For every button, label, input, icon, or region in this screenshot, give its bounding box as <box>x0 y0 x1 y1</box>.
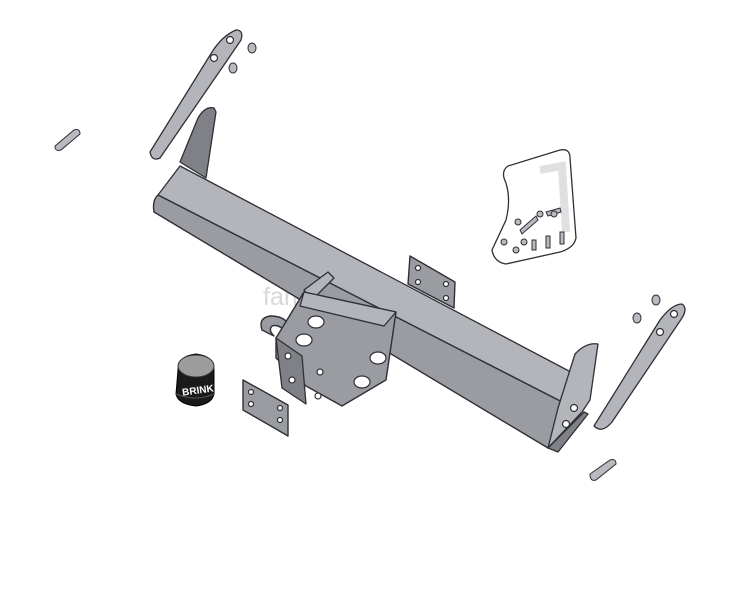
tow-ball-cap: BRINK <box>175 353 216 407</box>
hardware-bag <box>491 149 577 265</box>
left-side-bracket <box>149 29 243 160</box>
left-bracket-nuts <box>228 42 257 74</box>
mounting-plate-lower <box>242 379 289 437</box>
cap-brand-label: BRINK <box>182 383 216 398</box>
right-side-bracket <box>593 303 686 430</box>
mounting-plate-upper <box>407 255 456 309</box>
tow-ball-mount <box>260 271 397 407</box>
left-spacer <box>54 129 81 151</box>
bag-bolts <box>500 207 565 254</box>
right-spacer <box>589 459 617 481</box>
right-bracket-nuts <box>632 294 661 324</box>
